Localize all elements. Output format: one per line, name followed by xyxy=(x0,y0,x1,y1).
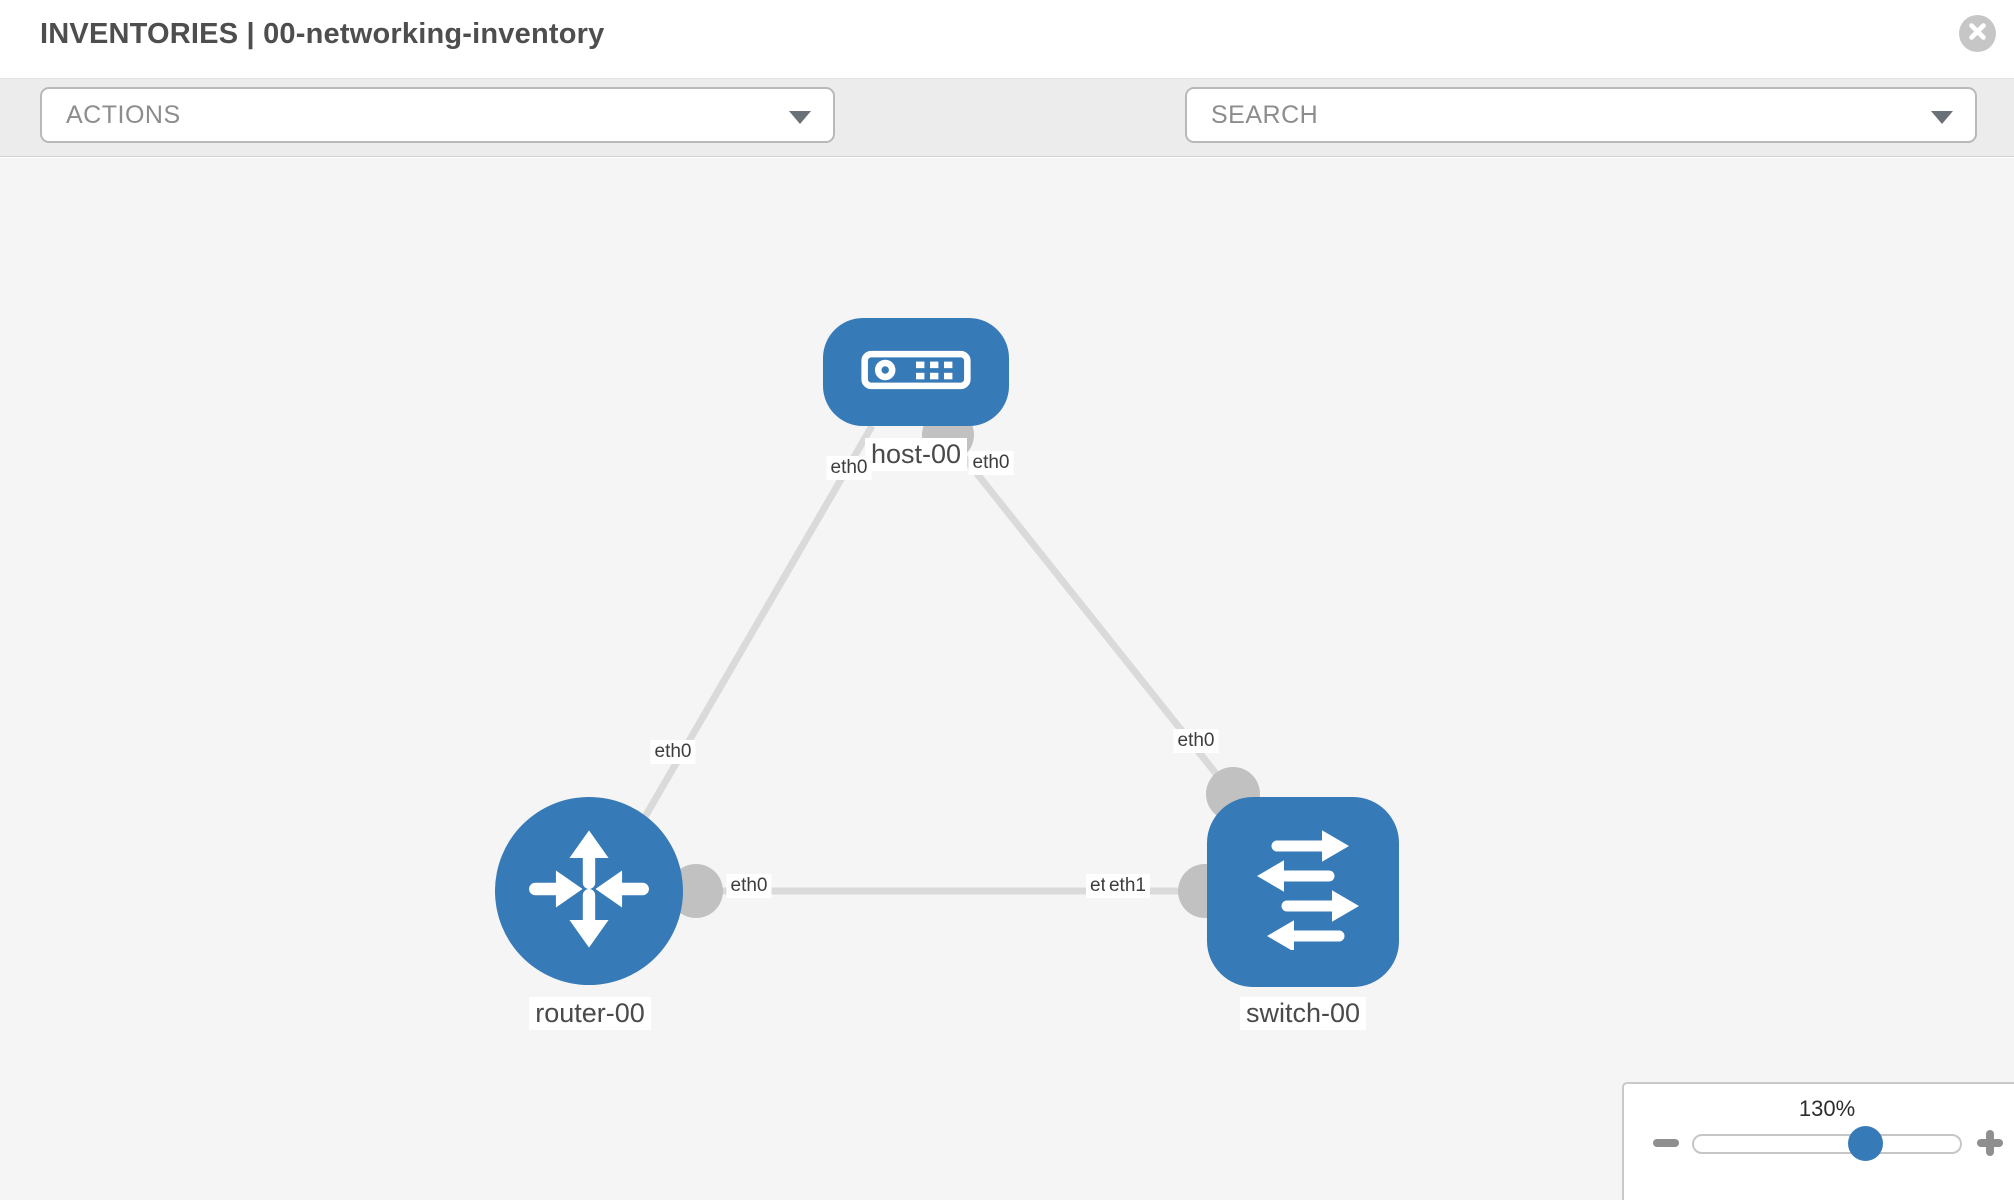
search-dropdown[interactable]: SEARCH xyxy=(1185,87,1977,143)
node-switch-00[interactable] xyxy=(1207,797,1399,987)
page-title: INVENTORIES | 00-networking-inventory xyxy=(40,18,605,50)
host-icon xyxy=(860,349,972,396)
interface-label-switch-left-group: eth0 eth1 xyxy=(1086,874,1150,898)
header: INVENTORIES | 00-networking-inventory xyxy=(0,0,2014,78)
node-label-host: host-00 xyxy=(864,438,968,471)
close-icon xyxy=(1969,22,1986,45)
interface-label-switch-front: eth1 xyxy=(1104,874,1150,898)
interface-label-router-right: eth0 xyxy=(726,874,772,898)
links-layer xyxy=(638,409,1260,918)
zoom-slider-thumb[interactable] xyxy=(1848,1126,1883,1161)
actions-dropdown[interactable]: ACTIONS xyxy=(40,87,835,143)
topology-canvas[interactable]: host-00 router-00 switch-00 eth0 eth0 et… xyxy=(0,158,2014,1200)
zoom-panel: 130% xyxy=(1622,1082,2014,1200)
close-button[interactable] xyxy=(1959,15,1996,52)
toolbar: ACTIONS SEARCH xyxy=(0,78,2014,216)
switch-icon xyxy=(1243,829,1363,955)
interface-label-host-left: eth0 xyxy=(826,456,872,480)
actions-dropdown-label: ACTIONS xyxy=(66,100,181,129)
connector-router-right[interactable] xyxy=(669,864,723,918)
minus-icon[interactable] xyxy=(1653,1139,1679,1147)
plus-icon[interactable] xyxy=(1977,1130,2003,1156)
interface-label-host-right: eth0 xyxy=(968,451,1014,475)
caret-down-icon xyxy=(789,111,811,124)
node-label-router: router-00 xyxy=(529,997,651,1030)
zoom-level-value: 130% xyxy=(1798,1096,1856,1121)
router-icon xyxy=(527,827,651,956)
node-router-00[interactable] xyxy=(495,797,683,985)
caret-down-icon xyxy=(1931,111,1953,124)
node-host-00[interactable] xyxy=(823,318,1009,426)
search-placeholder: SEARCH xyxy=(1211,100,1319,129)
zoom-slider-track[interactable] xyxy=(1692,1134,1962,1154)
interface-label-link-host-router: eth0 xyxy=(650,740,696,764)
interface-label-link-host-switch: eth0 xyxy=(1173,729,1219,753)
node-label-switch: switch-00 xyxy=(1239,997,1367,1030)
